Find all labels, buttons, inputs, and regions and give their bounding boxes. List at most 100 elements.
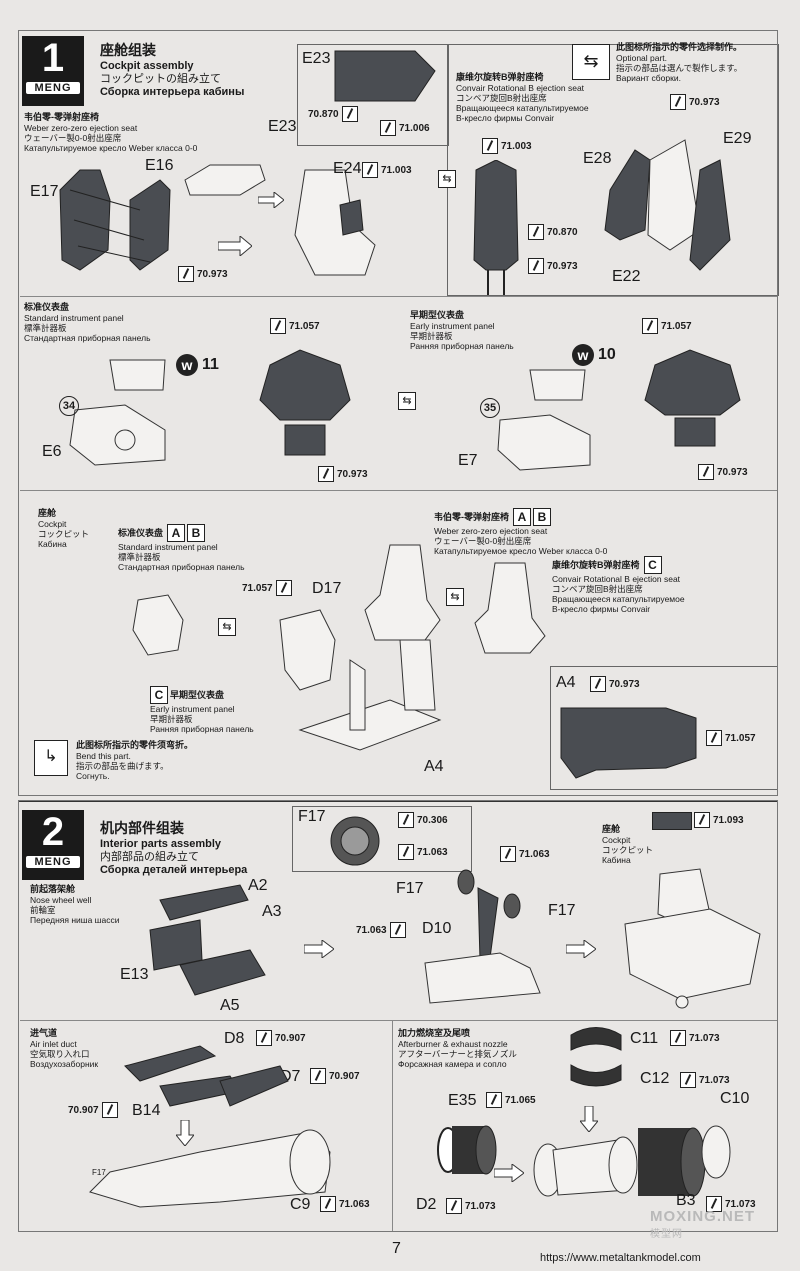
weber-ab-caption: 韦伯零-零弹射座椅 A B Weber zero-zero ejection s… xyxy=(434,508,607,556)
w-icon: w xyxy=(572,344,594,366)
air-inlet-parts-drawing xyxy=(124,1045,289,1107)
nose-en: Nose wheel well xyxy=(30,895,92,905)
std-panel-ru: Стандартная приборная панель xyxy=(24,333,151,343)
label-e23-callout: E23 xyxy=(302,50,331,67)
early-instrument-panel-drawing xyxy=(644,349,741,447)
paint-code: 71.057 xyxy=(289,320,320,332)
afterburner-rings-drawing xyxy=(437,1125,497,1175)
paint-70973-d: 70.973 xyxy=(318,466,368,482)
weber-cn: 韦伯零-零弹射座椅 xyxy=(24,112,99,122)
label-e7: E7 xyxy=(458,452,478,469)
label-c9: C9 xyxy=(290,1196,311,1213)
paint-code: 71.073 xyxy=(699,1074,730,1086)
divider xyxy=(20,1020,777,1021)
cockpit-jp: コックピット xyxy=(38,529,90,539)
paint-icon xyxy=(446,1198,462,1214)
paint-70306: 70.306 xyxy=(398,812,448,828)
paint-icon xyxy=(341,106,358,122)
cockpit-en: Cockpit xyxy=(38,519,67,529)
label-a4-callout: A4 xyxy=(556,674,576,691)
label-d8: D8 xyxy=(224,1030,245,1047)
section-frame xyxy=(18,800,778,1232)
arrow-right-icon xyxy=(566,940,596,958)
exhaust-nozzle-drawing xyxy=(533,1125,731,1197)
label-c10: C10 xyxy=(720,1090,750,1107)
label-a5: A5 xyxy=(220,997,240,1014)
label-e23: E23 xyxy=(268,118,297,135)
std-panel-small-drawing xyxy=(132,594,184,656)
paint-70973-f: 70.973 xyxy=(590,676,640,692)
arrow-down-icon xyxy=(580,1106,598,1132)
label-e24: E24 xyxy=(333,160,362,177)
label-f17-small: F17 xyxy=(92,1168,106,1177)
arrow-right-icon xyxy=(494,1164,524,1182)
air-cn: 进气道 xyxy=(30,1028,58,1038)
weber-caption: 韦伯零-零弹射座椅 Weber zero-zero ejection seat … xyxy=(24,112,197,153)
label-e28: E28 xyxy=(583,150,612,167)
paint-icon xyxy=(398,844,414,860)
paint-icon xyxy=(706,730,722,746)
std-panel-ab-caption: 标准仪表盘 A B Standard instrument panel 標準計器… xyxy=(118,524,245,572)
divider xyxy=(20,490,777,491)
paint-70907-a: 70.907 xyxy=(256,1030,306,1046)
bend-caption: 此图标所指示的零件须弯折。 Bend this part. 指示の部品を曲げます… xyxy=(76,740,193,781)
paint-code: 70.973 xyxy=(337,468,368,480)
early-panel-en: Early instrument panel xyxy=(410,321,495,331)
paint-code: 71.063 xyxy=(519,848,550,860)
paint-icon xyxy=(318,466,334,482)
label-f17-left: F17 xyxy=(396,880,424,897)
afterburner-shells-drawing xyxy=(570,1027,622,1087)
paint-71057-b: 71.057 xyxy=(642,318,692,334)
seat-cushion-drawing xyxy=(184,164,266,196)
paint-70870-b: 70.870 xyxy=(528,224,578,240)
std-panel-en: Standard instrument panel xyxy=(24,313,124,323)
std-panel-en: Standard instrument panel xyxy=(118,542,218,552)
paint-70870-a: 70.870 xyxy=(308,106,361,122)
cockpit-cn: 座舱 xyxy=(38,508,57,518)
step-1-title: 座舱组装 Cockpit assembly コックピットの組み立て Сборка… xyxy=(100,40,244,99)
paint-icon xyxy=(482,138,498,154)
paint-71073-d: 71.073 xyxy=(706,1196,756,1212)
paint-code: 71.073 xyxy=(725,1198,756,1210)
weber-jp: ウェーバー製0-0射出座席 xyxy=(24,133,122,143)
convair-ru2: В-кресло фирмы Convair xyxy=(552,604,651,614)
paint-code: 70.973 xyxy=(689,96,720,108)
optional-cn: 此图标所指示的零件选择制作。 xyxy=(616,42,743,52)
paint-icon xyxy=(500,846,516,862)
cockpit-ru: Кабина xyxy=(38,539,67,549)
paint-code: 70.306 xyxy=(417,814,448,826)
label-f17-callout: F17 xyxy=(298,808,326,825)
label-e35: E35 xyxy=(448,1092,477,1109)
paint-icon xyxy=(486,1092,502,1108)
divider-vertical xyxy=(392,1020,393,1232)
label-c12: C12 xyxy=(640,1070,670,1087)
panel-f17-callout xyxy=(292,806,472,872)
label-e6: E6 xyxy=(42,443,62,460)
paint-code: 71.063 xyxy=(339,1198,370,1210)
weber-jp: ウェーバー製0-0射出座席 xyxy=(434,536,532,546)
w-icon: w xyxy=(176,354,198,376)
optional-caption: 此图标所指示的零件选择制作。 Optional part. 指示の部品は選んで製… xyxy=(616,42,742,83)
cockpit-cn: 座舱 xyxy=(602,824,621,834)
label-a2: A2 xyxy=(248,877,268,894)
early-panel-cn: 早期型仪表盘 xyxy=(410,310,465,320)
title-ru: Сборка интерьера кабины xyxy=(100,86,245,98)
tag-b: B xyxy=(533,508,551,526)
paint-code: 71.006 xyxy=(399,122,430,134)
paint-icon xyxy=(310,1068,326,1084)
cockpit-en: Cockpit xyxy=(602,835,631,845)
tag-a: A xyxy=(513,508,531,526)
paint-71063-c: 71.063 xyxy=(356,922,409,938)
optional-en: Optional part. xyxy=(616,53,668,63)
std-panel-ru: Стандартная приборная панель xyxy=(118,562,245,572)
label-e13: E13 xyxy=(120,966,149,983)
title-ru: Сборка деталей интерьера xyxy=(100,864,248,876)
std-panel-jp: 標準計器板 xyxy=(24,323,67,333)
paint-code: 71.003 xyxy=(501,140,532,152)
w10-number: 10 xyxy=(598,346,616,363)
convair-seat-final-drawing xyxy=(474,562,546,654)
f17-wheel-drawing xyxy=(330,816,380,866)
swap-arrow-icon: ⇆ xyxy=(218,618,236,636)
air-duct-drawing xyxy=(89,1129,331,1208)
meng-logo: MENG xyxy=(26,856,80,868)
